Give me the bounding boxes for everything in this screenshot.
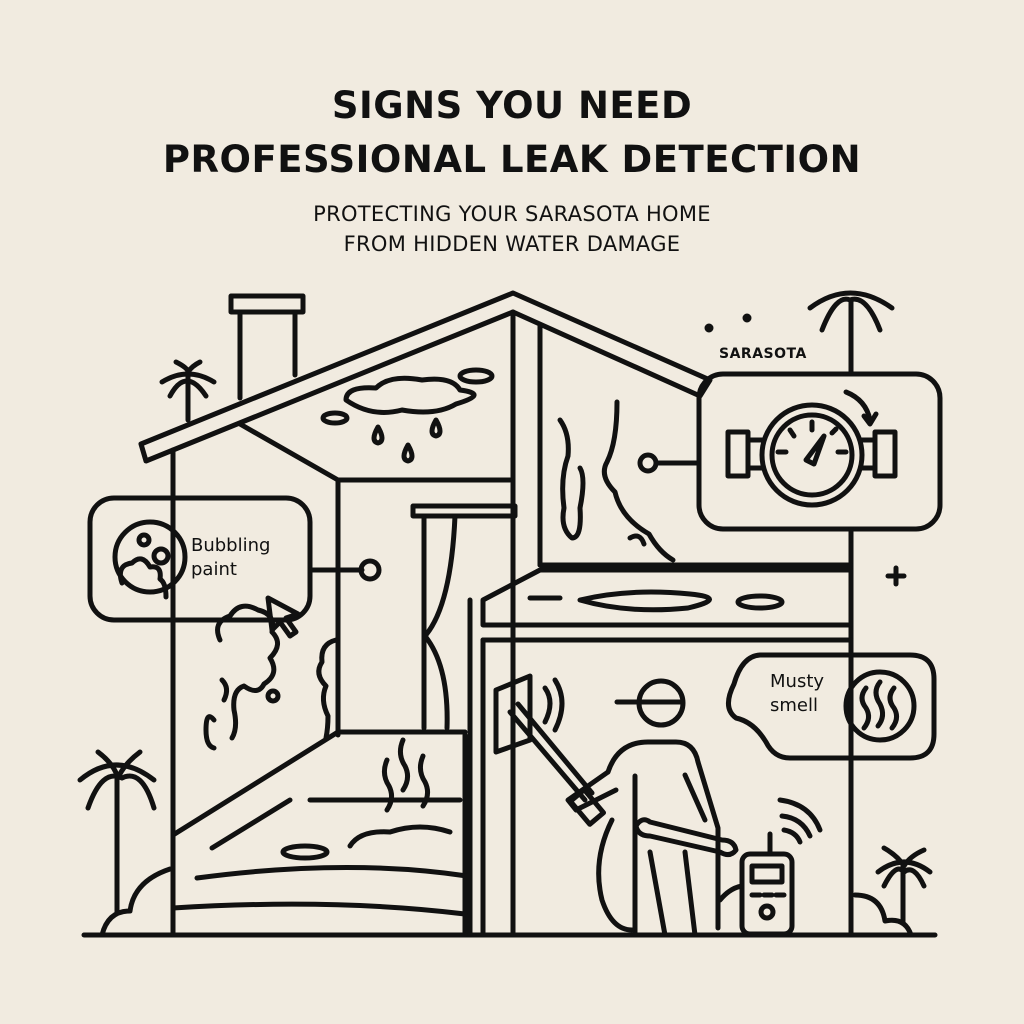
title-line-1: SIGNS YOU NEED <box>331 84 693 127</box>
callout-musty-smell-frame <box>726 637 937 761</box>
callout-musty-smell: Musty smell <box>770 670 824 718</box>
location-tag: SARASOTA <box>719 346 807 362</box>
bubbling-paint-line1: Bubbling <box>191 535 271 556</box>
bubbling-paint-icon <box>112 519 188 595</box>
palm-tree-icon-1 <box>159 359 217 423</box>
mold-stain-icon <box>203 603 339 751</box>
callout-water-meter-frame <box>696 371 943 543</box>
chimney <box>228 293 306 401</box>
subtitle-line-2: FROM HIDDEN WATER DAMAGE <box>343 232 681 256</box>
musty-smell-line2: smell <box>770 695 818 716</box>
steam-icon <box>843 669 917 743</box>
technician-figure <box>507 678 739 938</box>
subtitle-line-1: PROTECTING YOUR SARASOTA HOME <box>313 202 711 226</box>
bubbling-paint-line2: paint <box>191 559 237 580</box>
wall-crack-icon <box>557 399 676 563</box>
title-line-2: PROFESSIONAL LEAK DETECTION <box>162 138 862 181</box>
attic-slope <box>237 421 341 483</box>
cursor-icon <box>265 595 301 639</box>
callout-bubbling-paint: Bubbling paint <box>191 534 270 582</box>
callout-bubbling-paint-frame <box>87 495 382 639</box>
wall-sensor-icon <box>493 673 565 755</box>
palm-tree-icon-4 <box>704 290 895 376</box>
palm-tree-icon-3 <box>852 845 933 938</box>
musty-smell-line1: Musty <box>770 671 825 692</box>
middle-floor <box>467 562 854 938</box>
water-meter-icon <box>725 389 898 508</box>
plus-icon <box>885 565 907 587</box>
palm-tree-icon-2 <box>77 749 173 938</box>
ceiling-stain-icon <box>320 367 495 464</box>
detector-device-icon <box>717 797 823 937</box>
left-floor <box>170 729 470 938</box>
window-curtain <box>410 503 518 731</box>
